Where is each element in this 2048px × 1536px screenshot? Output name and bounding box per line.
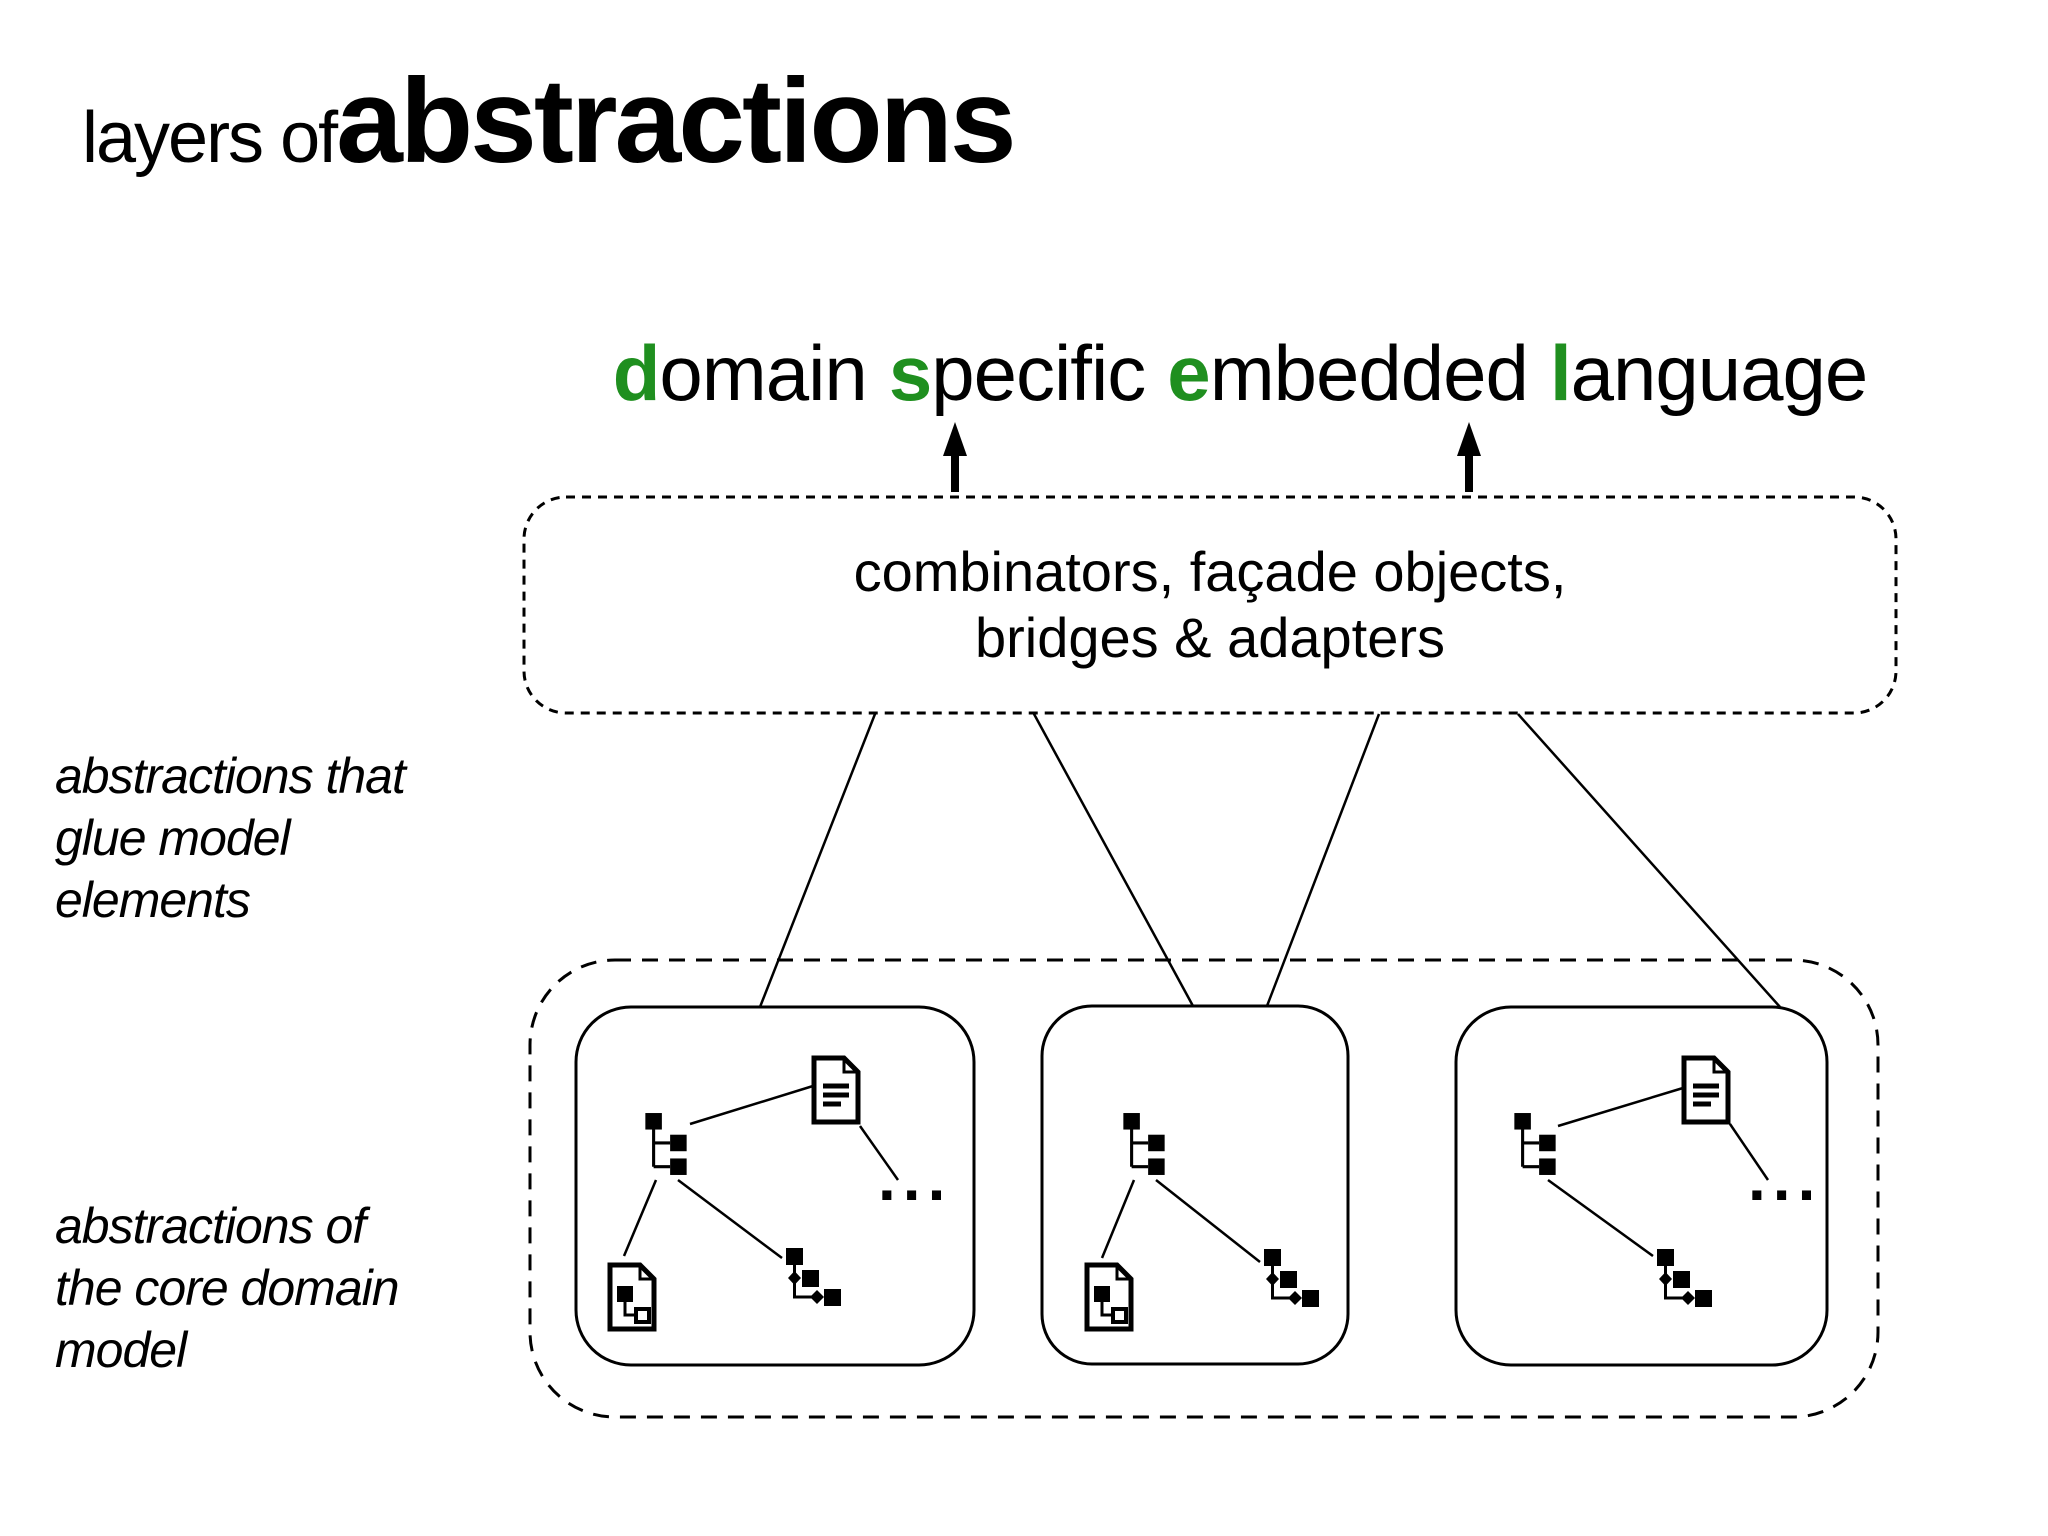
- dsel-rest: mbedded: [1209, 329, 1529, 417]
- group1-tree-file-link: [622, 1179, 658, 1257]
- dsel-word: specific: [888, 328, 1146, 419]
- group1-tree-doc-link: [689, 1084, 814, 1126]
- dsel-word: language: [1549, 328, 1869, 419]
- dsel-initial: s: [888, 329, 932, 417]
- up-arrow-icon-left: [943, 422, 967, 492]
- dsel-rest: pecific: [931, 329, 1146, 417]
- group2-tree-flow-link: [1155, 1179, 1261, 1263]
- caption-line: model: [55, 1322, 187, 1378]
- model-file-icon: [610, 1265, 654, 1329]
- glue-layer-box: [522, 495, 1898, 715]
- dsel-rest: omain: [659, 329, 867, 417]
- dsel-rest: anguage: [1570, 329, 1869, 417]
- glue-box-label: combinators, façade objects, bridges & a…: [524, 497, 1896, 713]
- caption-line: glue model: [55, 810, 291, 866]
- group1-tree-flow-link: [677, 1179, 783, 1259]
- group1-doc-ellipsis-link: [858, 1125, 900, 1181]
- up-arrow-icon-right: [1457, 422, 1481, 492]
- dsel-word: domain: [612, 328, 868, 419]
- caption-line: elements: [55, 872, 251, 928]
- glue-link-1: [758, 713, 877, 1008]
- glue-layer-caption: abstractions that glue model elements: [55, 745, 406, 931]
- group2-tree-file-link: [1100, 1179, 1136, 1259]
- title-emphasis: abstractions: [336, 54, 1017, 188]
- core-model-layer-box: [528, 958, 1880, 1419]
- model-group-3-box: [1454, 1005, 1829, 1367]
- document-icon: [814, 1058, 858, 1122]
- dsel-initial: l: [1549, 329, 1572, 417]
- glue-box-line2: bridges & adapters: [974, 606, 1446, 669]
- model-file-icon: [1087, 1265, 1131, 1329]
- title-prefix: layers of: [82, 98, 338, 178]
- ellipsis-group3: ...: [1748, 1142, 1823, 1214]
- dsel-heading: domain specific embedded language: [560, 328, 1920, 419]
- dsel-initial: e: [1167, 329, 1210, 417]
- caption-line: the core domain: [55, 1260, 400, 1316]
- document-icon: [1684, 1058, 1728, 1122]
- dsel-word: embedded: [1167, 328, 1529, 419]
- glue-link-3: [1265, 713, 1381, 1007]
- core-model-caption: abstractions of the core domain model: [55, 1195, 400, 1381]
- caption-line: abstractions that: [55, 748, 406, 804]
- ellipsis-group1: ...: [878, 1142, 953, 1214]
- page-title: layers of abstractions: [82, 52, 1017, 190]
- glue-link-2: [1032, 713, 1195, 1007]
- group3-tree-doc-link: [1557, 1086, 1684, 1128]
- glue-link-4: [1517, 713, 1781, 1008]
- caption-line: abstractions of: [55, 1198, 366, 1254]
- model-group-1-box: [574, 1005, 976, 1367]
- dsel-initial: d: [612, 329, 661, 417]
- glue-box-line1: combinators, façade objects,: [853, 540, 1567, 603]
- group3-doc-ellipsis-link: [1728, 1123, 1770, 1181]
- group3-tree-flow-link: [1547, 1178, 1654, 1258]
